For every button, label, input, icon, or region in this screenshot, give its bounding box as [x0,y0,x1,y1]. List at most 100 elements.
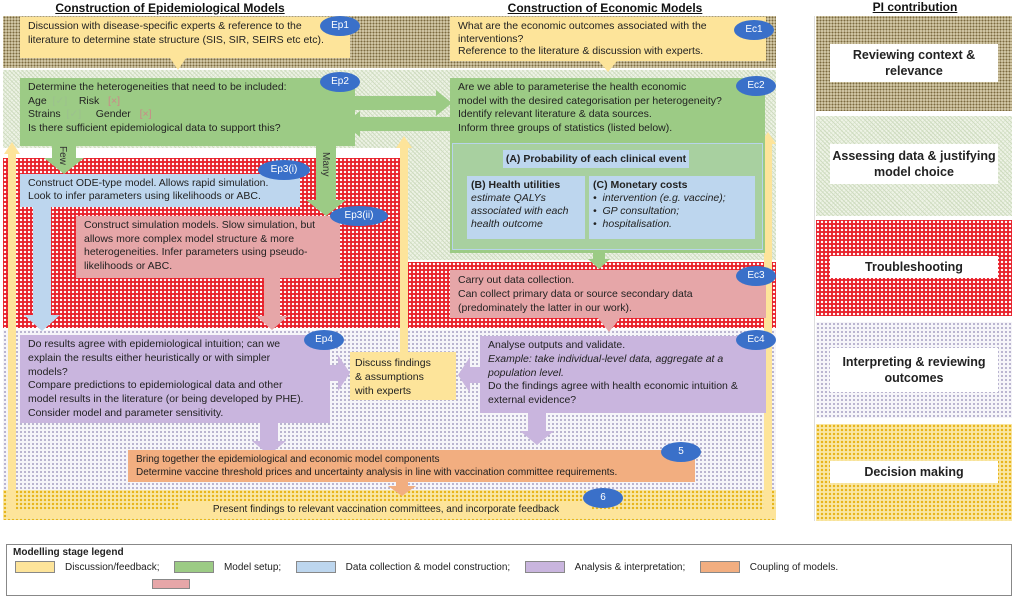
ep3ii-badge: Ep3(ii) [330,206,388,226]
legend-item-discussion: Discussion/feedback; [15,561,160,573]
pi-column-title: PI contribution [872,0,958,14]
stat-b-health-utilities: (B) Health utilities estimate QALYs asso… [467,176,585,239]
legend-item-data-collection: Data collection & model construction; [295,561,510,573]
heterogeneity-row: Strains [✓] Gender [×] [28,108,347,122]
legend-item-analysis: Analysis & interpretation; [524,561,685,573]
ec4-box: Analyse outputs and validate. Example: t… [480,336,766,413]
ec1-line: What are the economic outcomes associate… [458,20,707,32]
arrow-ep4-shaft [260,423,278,443]
ec3-badge: Ec3 [736,266,776,286]
arrow-up-middle [396,136,412,148]
ec2-line: Are we able to parameterise the health e… [458,81,687,93]
pi-label-decision: Decision making [830,461,998,483]
ec1-line: Reference to the literature & discussion… [458,45,704,57]
ep4-line: model results in the literature (or bein… [28,393,304,406]
ep3i-badge: Ep3(i) [258,160,310,180]
ep4-badge: Ep4 [304,330,344,350]
legend-label: Model setup; [223,561,282,573]
heterogeneity-gender: Gender [95,108,131,120]
check-icon: [✓] [66,108,82,120]
stat-c-item: • intervention (e.g. vaccine); [593,192,726,204]
ec3-line: Carry out data collection. [458,274,575,286]
ec4-badge: Ec4 [736,330,776,350]
heterogeneity-age: Age [28,94,47,107]
stat-b-title: (B) Health utilities [471,179,561,191]
arrow-ep4-to-discuss [330,355,350,391]
ep3ii-line: Construct simulation models. Slow simula… [84,219,316,231]
cross-icon: [×] [108,94,120,107]
ec3-line: (predominately the latter in our work). [458,302,632,314]
pi-label-assessing: Assessing data & justifying model choice [830,144,998,184]
check-icon: [✓] [52,94,68,107]
ep4-line: Compare predictions to epidemiological d… [28,379,283,392]
few-arrow-shaft [52,146,76,160]
feedback-line-left [8,150,16,518]
stat-b-line: health outcome [471,218,543,230]
arrow-step5-head [388,482,416,496]
arrow-down-ec2 [588,253,610,269]
legend-swatch [15,561,55,573]
arrow-down-ec1 [598,60,618,72]
arrow-ep4-head [252,441,286,455]
ec2-line: Inform three groups of statistics (liste… [458,121,673,134]
ep1-box: Discussion with disease-specific experts… [20,17,350,58]
discuss-findings-box: Discuss findings & assumptions with expe… [350,352,456,400]
arrow-down-ec3 [598,318,620,332]
step5-box: Bring together the epidemiological and e… [128,450,695,482]
ep3ii-line: allows more complex model structure & mo… [84,232,295,245]
legend-label: Discussion/feedback; [65,561,160,573]
discuss-line: Discuss findings [355,357,431,369]
cross-icon: [×] [139,108,152,120]
ep4-line: models? [28,365,68,378]
legend-swatch [295,561,336,573]
arrow-ep3i-shaft [33,207,51,317]
step5-badge: 5 [661,442,701,462]
ec2-line: Identify relevant literature & data sour… [458,108,652,120]
arrow-down-ep1 [170,58,186,70]
heterogeneity-row: Age [✓] Risk [×] [28,95,347,109]
legend-item-model-setup: Model setup; [173,561,282,573]
ec1-line: interventions? [458,32,524,45]
ep1-badge: Ep1 [320,16,360,36]
eco-column-title: Construction of Economic Models [507,1,703,15]
ec2-badge: Ec2 [736,76,776,96]
pi-label-troubleshooting: Troubleshooting [830,256,998,278]
stat-c-item-text: hospitalisation. [602,218,672,230]
ep3i-box: Construct ODE-type model. Allows rapid s… [20,174,300,207]
stat-b-line: associated with each [471,205,569,217]
pi-label-interpreting: Interpreting & reviewing outcomes [830,348,998,392]
legend-item-coupling: Coupling of models. [699,561,839,573]
feedback-line-right [764,140,772,518]
step6-box: Present findings to relevant vaccination… [180,501,592,518]
ec4-example-line: Example: take individual-level data, agg… [488,352,724,365]
legend-label: Coupling of models. [749,561,839,573]
legend-swatch [173,561,214,573]
heterogeneity-strains: Strains [28,108,61,120]
stat-b-line: estimate QALYs [471,192,546,204]
few-label: Few [57,146,68,165]
legend-swatch [699,561,740,573]
stat-a-probability: (A) Probability of each clinical event [503,150,689,168]
legend-title: Modelling stage legend [13,547,124,558]
step6-badge: 6 [583,488,623,508]
stat-c-item-text: GP consultation; [602,205,680,217]
ep2-badge: Ep2 [320,72,360,92]
ep1-line: Discussion with disease-specific experts… [28,20,302,32]
ec4-example-line: population level. [488,366,564,379]
legend-swatch [524,561,565,573]
ep3i-line: Look to infer parameters using likelihoo… [28,190,261,202]
arrow-ec4-to-discuss [458,357,482,393]
ep2-title: Determine the heterogeneities that need … [28,81,287,93]
arrow-ec4-head [520,431,554,445]
discuss-line: & assumptions [355,371,424,383]
ec4-line: Do the findings agree with health econom… [488,380,738,393]
ep3ii-line: heterogeneities. Infer parameters using … [84,246,308,258]
epi-column-title: Construction of Epidemiological Models [55,1,285,15]
legend: Modelling stage legend Discussion/feedba… [6,544,1012,596]
arrow-ep2-to-ec2-shaft [355,96,440,110]
legend-swatch-data-collection-alt [152,579,190,589]
step5-line: Bring together the epidemiological and e… [136,454,440,465]
arrow-ec2-to-ep2-head [344,111,360,137]
pi-label-reviewing: Reviewing context & relevance [830,44,998,82]
ep4-line: explain the results either heuristically… [28,351,271,364]
